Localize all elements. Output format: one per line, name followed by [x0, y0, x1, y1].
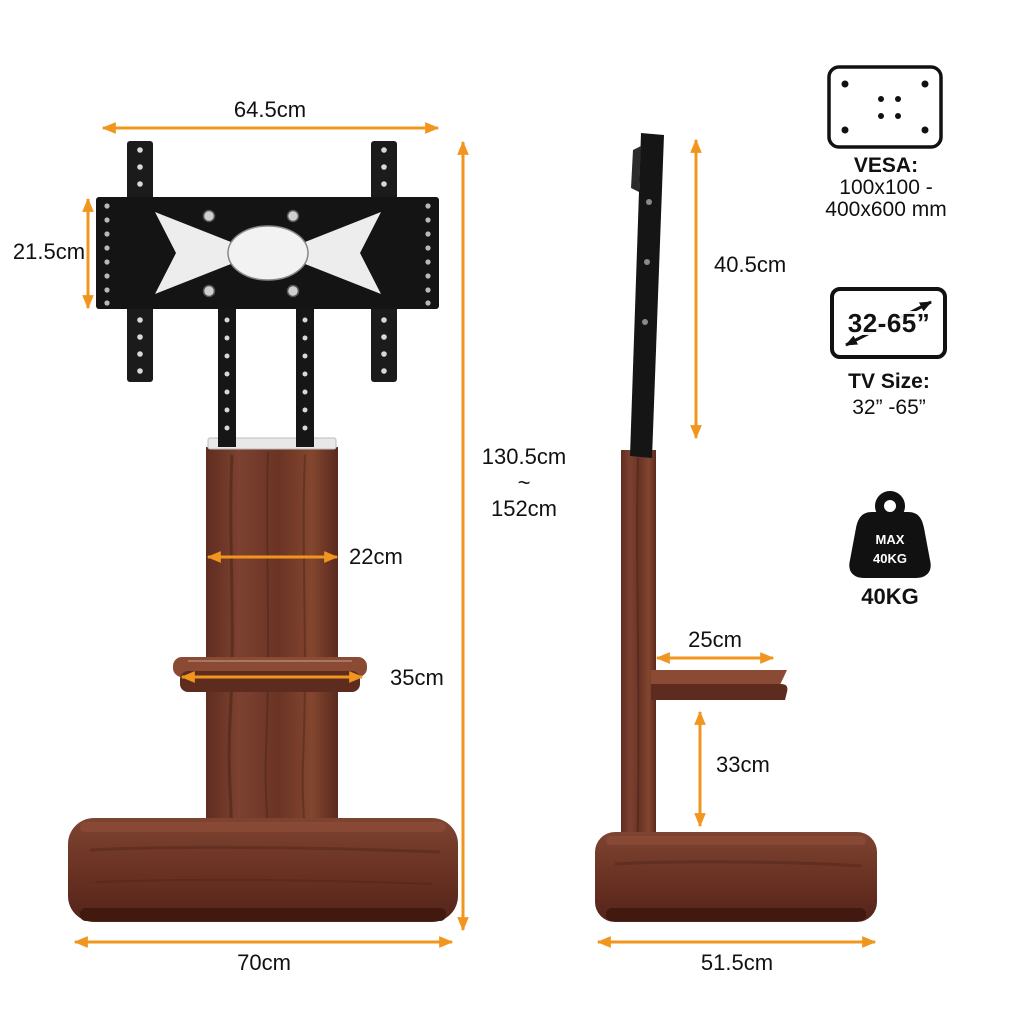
front-height-min-label: 130.5cm [482, 444, 566, 469]
bracket-cutout-right [300, 212, 381, 294]
weight-max-value-label: 40KG [873, 551, 907, 566]
vesa-icon [827, 65, 943, 149]
bracket-post-left [218, 309, 236, 447]
bracket-cutout-left [155, 212, 236, 294]
front-shelf [173, 657, 367, 692]
spec-icons: VESA: 100x100 - 400x600 mm 32-65” TV Siz… [825, 65, 947, 609]
side-tv-bracket [630, 133, 664, 458]
dim-front-top-width: 64.5cm [101, 97, 440, 134]
dim-side-shelf-depth: 25cm [655, 627, 775, 664]
dim-front-total-height: 130.5cm ~ 152cm [457, 140, 566, 932]
bracket-center-oval [227, 225, 309, 281]
front-base [68, 818, 458, 922]
front-tv-bracket [96, 141, 439, 447]
side-base [595, 832, 877, 922]
dim-front-shelf-width: 35cm [180, 665, 444, 690]
dim-side-bracket-height: 40.5cm [690, 138, 786, 440]
bracket-screws [202, 209, 300, 298]
tv-size-badge-label: 32-65” [848, 308, 931, 338]
vesa-range-line1-label: 100x100 - [839, 176, 932, 199]
tv-size-icon: 32-65” [830, 287, 947, 359]
tv-size-title-label: TV Size: [848, 370, 930, 393]
weight-caption-label: 40KG [861, 584, 918, 609]
side-base-depth-label: 51.5cm [701, 950, 773, 975]
bracket-plate-edge-holes [104, 203, 431, 306]
vesa-range-line2-label: 400x600 mm [825, 198, 946, 221]
front-bracket-height-label: 21.5cm [13, 239, 85, 264]
front-height-max-label: 152cm [491, 496, 557, 521]
front-column [206, 437, 338, 841]
front-top-width-label: 64.5cm [234, 97, 306, 122]
side-column [621, 450, 656, 872]
front-base-width-label: 70cm [237, 950, 291, 975]
dim-side-base-depth: 51.5cm [596, 936, 877, 975]
tv-size-value-label: 32” -65” [852, 396, 926, 419]
dim-front-column-width: 22cm [206, 544, 403, 569]
dim-side-shelf-height: 33cm [694, 710, 770, 828]
weight-icon: MAX 40KG [849, 491, 931, 578]
front-view: 64.5cm 21.5cm 130.5cm ~ 152cm 22cm 35cm … [13, 97, 566, 975]
side-shelf [651, 670, 788, 700]
side-shelf-height-label: 33cm [716, 752, 770, 777]
bracket-post-holes [224, 317, 308, 431]
side-bracket-height-label: 40.5cm [714, 252, 786, 277]
front-height-tilde-label: ~ [518, 470, 531, 495]
bracket-post-right [296, 309, 314, 447]
vesa-title-label: VESA: [854, 154, 918, 177]
front-shelf-width-label: 35cm [390, 665, 444, 690]
dim-front-bracket-height: 21.5cm [13, 197, 94, 310]
weight-max-label: MAX [876, 532, 905, 547]
front-column-width-label: 22cm [349, 544, 403, 569]
side-view: 40.5cm 25cm 33cm 51.5cm [595, 133, 877, 975]
side-shelf-depth-label: 25cm [688, 627, 742, 652]
dim-front-base-width: 70cm [73, 936, 454, 975]
